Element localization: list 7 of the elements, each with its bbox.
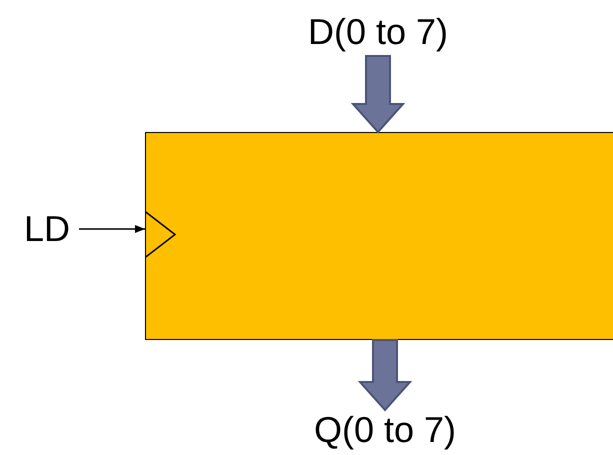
signal-label: Q(0 to 7) [305,410,465,450]
register-box [145,132,613,340]
block-arrow [358,339,412,412]
signal-label: D(0 to 7) [298,12,458,52]
signal-label: LD [15,209,79,249]
arrow [79,225,145,233]
block-arrow [350,55,406,134]
